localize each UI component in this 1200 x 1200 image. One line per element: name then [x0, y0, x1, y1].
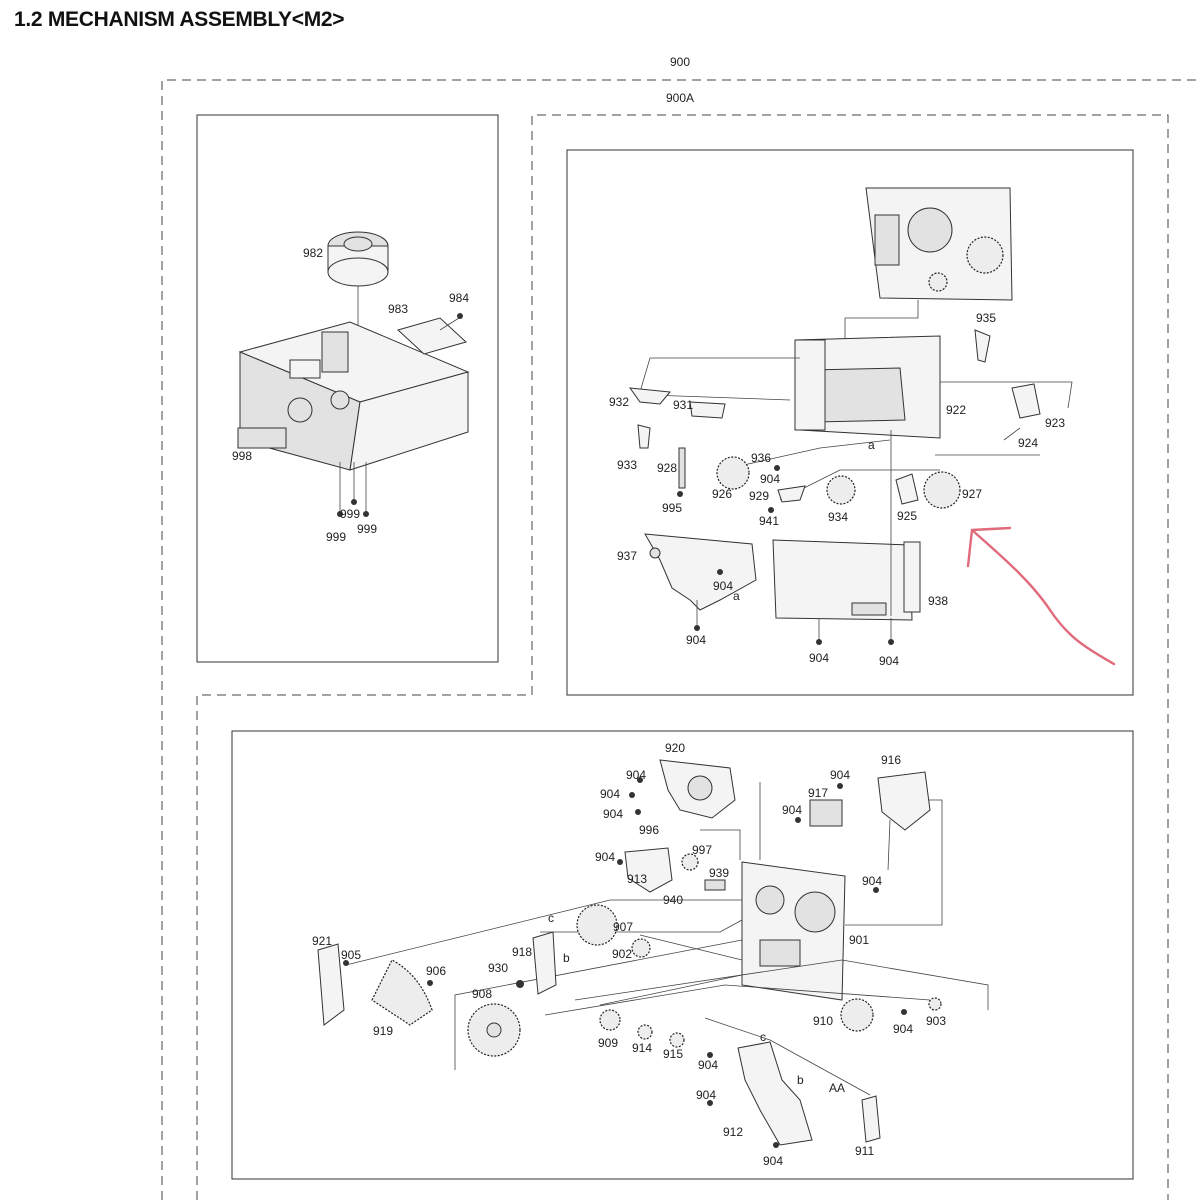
part-label-927: 927: [962, 487, 982, 501]
box-left-frame: [196, 114, 499, 663]
letter-label-a2: a: [733, 589, 740, 603]
right-mechanism-drawing: [628, 187, 1073, 645]
part-label-939: 939: [709, 866, 729, 880]
part-label-983: 983: [388, 302, 408, 316]
page-title: 1.2 MECHANISM ASSEMBLY<M2>: [14, 8, 345, 31]
part-label-995: 995: [662, 501, 682, 515]
bottom-mechanism-drawing: [317, 759, 989, 1148]
part-label-904-r4: 904: [809, 651, 829, 665]
part-label-916: 916: [881, 753, 901, 767]
part-label-932: 932: [609, 395, 629, 409]
part-label-922: 922: [946, 403, 966, 417]
part-label-999c: 999: [357, 522, 377, 536]
part-label-934: 934: [828, 510, 848, 524]
part-label-904-b2: 904: [600, 787, 620, 801]
part-label-933: 933: [617, 458, 637, 472]
part-label-929: 929: [749, 489, 769, 503]
part-label-907: 907: [613, 920, 633, 934]
part-label-902: 902: [612, 947, 632, 961]
part-label-904-b8: 904: [893, 1022, 913, 1036]
letter-label-c2: c: [760, 1030, 766, 1044]
part-label-999a: 999: [340, 507, 360, 521]
part-label-996: 996: [639, 823, 659, 837]
part-label-921: 921: [312, 934, 332, 948]
part-label-904-b9: 904: [698, 1058, 718, 1072]
letter-label-c1: c: [548, 911, 554, 925]
part-label-904-r5: 904: [879, 654, 899, 668]
part-label-928: 928: [657, 461, 677, 475]
part-label-915: 915: [663, 1047, 683, 1061]
part-label-913: 913: [627, 872, 647, 886]
letter-label-b1: b: [563, 951, 570, 965]
part-label-917: 917: [808, 786, 828, 800]
part-label-941: 941: [759, 514, 779, 528]
part-label-926: 926: [712, 487, 732, 501]
part-label-931: 931: [673, 398, 693, 412]
part-label-901: 901: [849, 933, 869, 947]
part-label-925: 925: [897, 509, 917, 523]
red-arrow-annotation: [966, 526, 1116, 666]
box-bottom-frame: [231, 730, 1134, 1180]
box-right-frame: [566, 149, 1134, 696]
part-label-984: 984: [449, 291, 469, 305]
part-label-904-b10: 904: [696, 1088, 716, 1102]
part-label-919: 919: [373, 1024, 393, 1038]
part-label-914: 914: [632, 1041, 652, 1055]
part-label-904-b6: 904: [595, 850, 615, 864]
group-900a-boundary: [196, 114, 1169, 1200]
part-label-935: 935: [976, 311, 996, 325]
part-label-904-b11: 904: [763, 1154, 783, 1168]
part-label-924: 924: [1018, 436, 1038, 450]
letter-label-b2: b: [797, 1073, 804, 1087]
part-label-936: 936: [751, 451, 771, 465]
part-label-904-b3: 904: [603, 807, 623, 821]
group-label-900: 900: [670, 55, 690, 69]
part-label-909: 909: [598, 1036, 618, 1050]
part-label-904-b4: 904: [830, 768, 850, 782]
part-label-940: 940: [663, 893, 683, 907]
part-label-910: 910: [813, 1014, 833, 1028]
part-label-923: 923: [1045, 416, 1065, 430]
group-label-900a: 900A: [666, 91, 694, 105]
part-label-938: 938: [928, 594, 948, 608]
part-label-904-r2: 904: [713, 579, 733, 593]
part-label-904-b1: 904: [626, 768, 646, 782]
part-label-911: 911: [855, 1144, 874, 1158]
part-label-982: 982: [303, 246, 323, 260]
part-label-930: 930: [488, 961, 508, 975]
part-label-920: 920: [665, 741, 685, 755]
left-mechanism-drawing: [237, 231, 470, 517]
part-label-998: 998: [232, 449, 252, 463]
part-label-904-r1: 904: [760, 472, 780, 486]
part-label-906: 906: [426, 964, 446, 978]
part-label-918: 918: [512, 945, 532, 959]
part-label-905: 905: [341, 948, 361, 962]
part-label-904-r3: 904: [686, 633, 706, 647]
letter-label-aa: AA: [829, 1081, 845, 1095]
part-label-904-b5: 904: [782, 803, 802, 817]
part-label-908: 908: [472, 987, 492, 1001]
part-label-912: 912: [723, 1125, 743, 1139]
part-label-937: 937: [617, 549, 637, 563]
part-label-999b: 999: [326, 530, 346, 544]
part-label-903: 903: [926, 1014, 946, 1028]
letter-label-a1: a: [868, 438, 875, 452]
part-label-904-b7: 904: [862, 874, 882, 888]
part-label-997: 997: [692, 843, 712, 857]
